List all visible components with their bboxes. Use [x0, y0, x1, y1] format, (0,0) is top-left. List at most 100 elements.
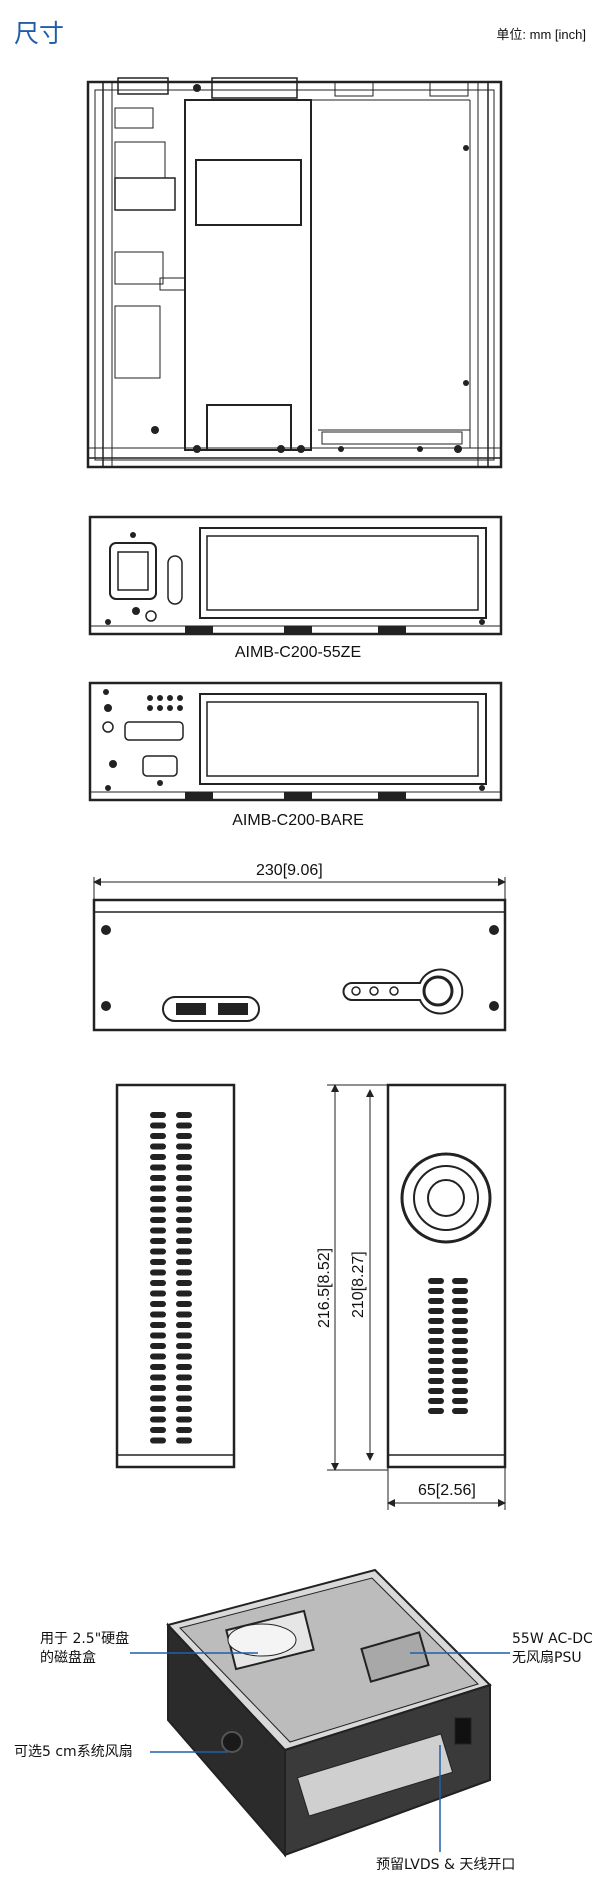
callout-lines: [130, 1652, 510, 1852]
vent-slot: [176, 1385, 192, 1391]
vent-slot: [176, 1259, 192, 1265]
top-view-screws: [151, 84, 469, 453]
vent-slot: [150, 1427, 166, 1433]
vent-slot: [428, 1348, 444, 1354]
vent-slot: [150, 1122, 166, 1129]
vent-slot: [150, 1332, 166, 1339]
vent-slot: [150, 1185, 166, 1192]
vent-slot: [428, 1328, 444, 1334]
vent-slot: [176, 1185, 192, 1192]
vent-slot: [452, 1328, 468, 1334]
vent-slot: [150, 1175, 166, 1181]
vent-slot: [176, 1280, 192, 1286]
vent-slot: [150, 1343, 166, 1349]
vent-slot: [176, 1238, 192, 1244]
vent-slot: [176, 1248, 192, 1255]
vent-slot: [176, 1406, 192, 1412]
rear-view-55ze: [88, 515, 503, 636]
side-depth-inner-label: 210[8.27]: [350, 1251, 367, 1318]
vent-slot: [428, 1368, 444, 1374]
vent-slot: [150, 1311, 166, 1318]
side-depth-outer-label: 216.5[8.52]: [316, 1247, 333, 1328]
vent-slot: [150, 1217, 166, 1223]
vent-slot: [150, 1385, 166, 1391]
vent-slot: [150, 1259, 166, 1265]
vent-slot: [150, 1133, 166, 1139]
hdd-bay-line-1: 用于 2.5"硬盘: [40, 1631, 130, 1647]
hdd-bay-callout: 用于 2.5"硬盘 的磁盘盒: [40, 1630, 129, 1668]
vent-slot: [176, 1416, 192, 1423]
vent-slot: [452, 1348, 468, 1354]
vent-slot: [428, 1318, 444, 1324]
vent-slot: [176, 1322, 192, 1328]
vent-slot: [452, 1288, 468, 1294]
side-view-right: [386, 1083, 507, 1469]
vent-slot: [150, 1206, 166, 1213]
vent-slot: [150, 1227, 166, 1234]
vent-slot: [428, 1308, 444, 1314]
vent-slot: [150, 1437, 166, 1444]
vent-slot: [150, 1238, 166, 1244]
vent-slot: [452, 1368, 468, 1374]
vent-slot: [428, 1388, 444, 1394]
vent-slot: [428, 1398, 444, 1404]
vent-slot: [452, 1358, 468, 1364]
chassis-isometric: [166, 1568, 492, 1858]
vent-slot: [428, 1358, 444, 1364]
vent-slot: [428, 1288, 444, 1294]
vent-slot: [150, 1406, 166, 1412]
vent-slot: [176, 1343, 192, 1349]
vent-slot: [150, 1143, 166, 1150]
page-title: 尺寸: [14, 19, 65, 48]
side-height-dimension: [387, 1467, 506, 1510]
vent-slot: [150, 1395, 166, 1402]
vent-slot: [176, 1353, 192, 1360]
vent-slot: [176, 1196, 192, 1202]
vent-slot: [150, 1112, 166, 1118]
vent-slot: [176, 1374, 192, 1381]
rear-view-bare: [88, 681, 503, 802]
side-height-label: 65[2.56]: [418, 1482, 476, 1499]
vent-slot: [150, 1301, 166, 1307]
vent-slot: [176, 1427, 192, 1433]
front-view-details: [101, 925, 499, 1015]
vent-slot: [176, 1133, 192, 1139]
rear-view-55ze-details: [105, 532, 485, 633]
vent-slot: [428, 1298, 444, 1304]
vent-slot: [176, 1301, 192, 1307]
side-view-left: [115, 1083, 236, 1469]
vent-slot: [452, 1318, 468, 1324]
vent-slot: [150, 1164, 166, 1171]
vent-slot: [150, 1374, 166, 1381]
vent-slot: [176, 1332, 192, 1339]
vent-slot: [428, 1278, 444, 1284]
vent-slot: [176, 1437, 192, 1444]
vent-slot: [176, 1395, 192, 1402]
vent-slot: [150, 1322, 166, 1328]
vent-slot: [428, 1338, 444, 1344]
vent-slot: [176, 1122, 192, 1129]
vent-slot: [150, 1290, 166, 1297]
psu-callout: 55W AC-DC 无风扇PSU: [512, 1630, 593, 1668]
vent-slot: [176, 1154, 192, 1160]
unit-label: 单位: mm [inch]: [496, 27, 586, 42]
vent-slot: [176, 1311, 192, 1318]
vent-slot: [452, 1378, 468, 1384]
side-view-right-vents: [428, 1278, 468, 1414]
vent-slot: [176, 1217, 192, 1223]
vent-slot: [452, 1408, 468, 1414]
vent-slot: [150, 1280, 166, 1286]
top-view: [86, 77, 503, 469]
vent-slot: [150, 1353, 166, 1360]
vent-slot: [176, 1269, 192, 1276]
psu-line-2: 无风扇PSU: [512, 1650, 582, 1666]
psu-line-1: 55W AC-DC: [512, 1631, 593, 1647]
side-depth-dimensions: [327, 1084, 388, 1471]
vent-slot: [176, 1143, 192, 1150]
vent-slot: [150, 1248, 166, 1255]
lvds-callout: 预留LVDS & 天线开口: [376, 1857, 516, 1873]
rear-bare-caption: AIMB-C200-BARE: [232, 812, 364, 829]
vent-slot: [176, 1164, 192, 1171]
vent-slot: [428, 1408, 444, 1414]
